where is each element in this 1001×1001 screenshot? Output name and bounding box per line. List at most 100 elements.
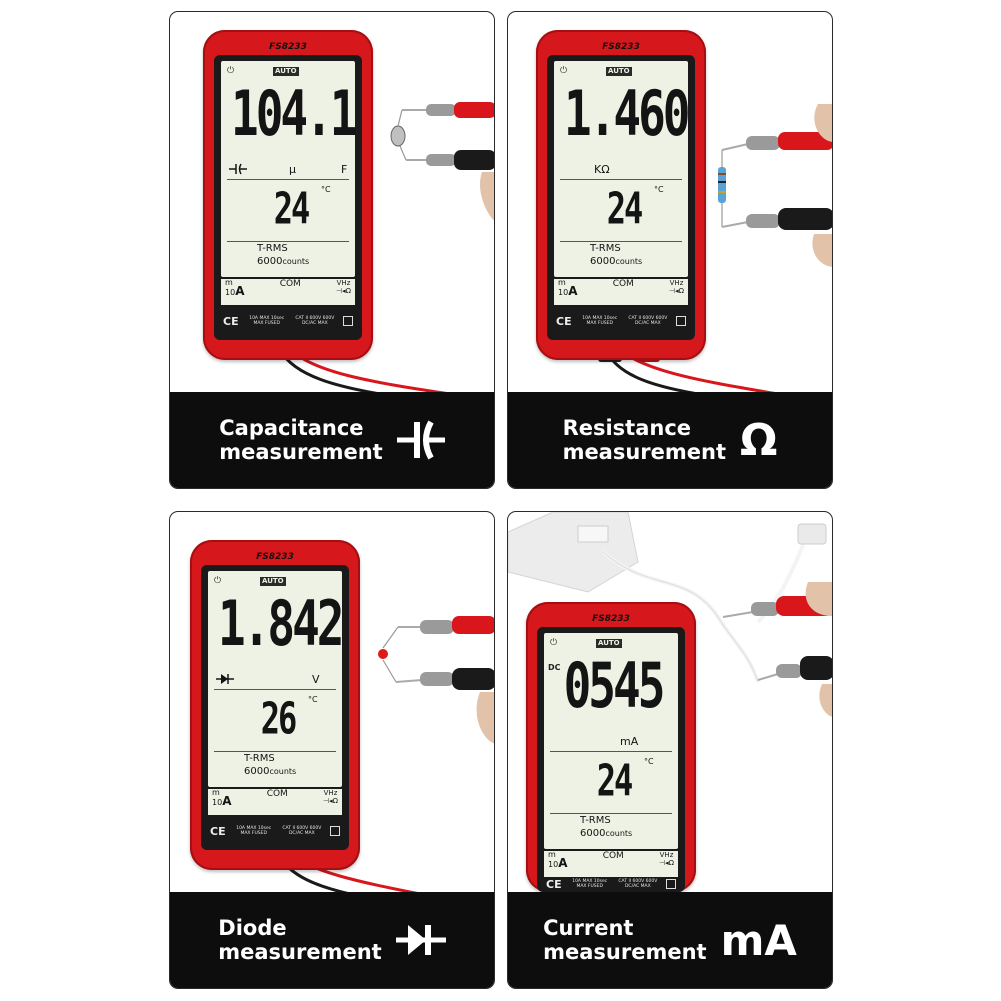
- led-component: [378, 626, 399, 683]
- spec-left: 10A MAX 10sec MAX FUSED: [236, 825, 272, 837]
- caption-bar: Current measurement mA: [508, 892, 832, 988]
- trms-label: T-RMS: [257, 243, 288, 254]
- lcd-screen: ⏻ AUTO 104.1 μ F 24 °C T-RMS 6000counts: [221, 61, 357, 277]
- divider: [550, 751, 672, 752]
- multimeter: FS8233 ⏻ AUTO DC 0545 mA 24 °C T-RMS 600…: [526, 602, 696, 892]
- power-icon: ⏻: [550, 638, 558, 648]
- ohm-icon: Ω: [740, 414, 778, 466]
- temperature-reading: 24: [273, 183, 311, 235]
- lcd-frame: ⏻ AUTO 1.460 KΩ 24 °C T-RMS 6000counts m…: [547, 55, 695, 340]
- auto-badge: AUTO: [596, 639, 622, 648]
- auto-badge: AUTO: [273, 67, 299, 76]
- port-com-label: COM: [602, 851, 624, 861]
- main-reading: 104.1: [231, 77, 357, 150]
- hand: [805, 582, 832, 616]
- diode-icon: [216, 674, 234, 684]
- divider: [214, 751, 336, 752]
- spec-left: 10A MAX 10sec MAX FUSED: [572, 878, 608, 890]
- divider: [560, 179, 682, 180]
- auto-badge: AUTO: [606, 67, 632, 76]
- diode-icon: [395, 925, 446, 955]
- power-icon: ⏻: [214, 576, 222, 586]
- capacitor-component: [390, 109, 407, 161]
- port-v-label: VHz⊣◂Ω: [659, 851, 674, 867]
- power-socket: [508, 512, 639, 593]
- caption-text: Current measurement: [543, 916, 707, 964]
- port-v-label: VHz⊣◂Ω: [669, 279, 684, 295]
- port-v-label: VHz⊣◂Ω: [336, 279, 351, 295]
- current-panel: FS8233 ⏻ AUTO DC 0545 mA 24 °C T-RMS 600…: [507, 511, 833, 989]
- ce-mark: CE: [210, 824, 226, 838]
- counts-label: 6000counts: [590, 256, 643, 267]
- spec-left: 10A MAX 10sec MAX FUSED: [249, 315, 285, 327]
- power-icon: ⏻: [227, 66, 235, 76]
- capacitor-icon: [396, 420, 445, 460]
- model-label: FS8233: [602, 42, 640, 52]
- main-reading: 0545: [563, 649, 666, 722]
- model-label: FS8233: [256, 552, 294, 562]
- spec-row: CE 10A MAX 10sec MAX FUSED CAT II 600V 6…: [221, 307, 355, 335]
- trms-label: T-RMS: [590, 243, 621, 254]
- unit-prefix: μ: [289, 163, 296, 176]
- hand: [814, 104, 832, 142]
- temperature-unit: °C: [644, 757, 654, 766]
- lcd-frame: ⏻ AUTO DC 0545 mA 24 °C T-RMS 6000counts…: [537, 627, 685, 892]
- caption-bar: Resistance measurement Ω: [508, 392, 832, 488]
- milliamp-text-icon: mA: [720, 915, 797, 965]
- black-probe: [757, 656, 832, 681]
- temperature-reading: 24: [606, 183, 644, 235]
- lcd-screen: ⏻ AUTO 1.460 KΩ 24 °C T-RMS 6000counts: [554, 61, 690, 277]
- black-probe: [406, 150, 494, 170]
- spec-right: CAT II 600V 600V DC/AC MAX: [295, 315, 335, 327]
- model-label: FS8233: [592, 614, 630, 624]
- double-insulation-icon: [675, 316, 686, 326]
- divider: [550, 813, 672, 814]
- spec-right: CAT II 600V 600V DC/AC MAX: [628, 315, 668, 327]
- counts-label: 6000counts: [244, 766, 297, 777]
- caption-text: Diode measurement: [218, 916, 382, 964]
- main-reading: 1.842: [218, 587, 344, 660]
- temperature-unit: °C: [308, 695, 318, 704]
- caption-bar: Diode measurement: [170, 892, 494, 988]
- hand: [476, 692, 494, 744]
- hand: [819, 684, 832, 717]
- divider: [214, 689, 336, 690]
- port-v-label: VHz⊣◂Ω: [323, 789, 338, 805]
- divider: [227, 241, 349, 242]
- double-insulation-icon: [329, 826, 340, 836]
- hand: [812, 234, 832, 267]
- counts-label: 6000counts: [580, 828, 633, 839]
- divider: [560, 241, 682, 242]
- multimeter: FS8233 ⏻ AUTO 104.1 μ F 24 °C T-RMS: [203, 30, 373, 360]
- red-probe: [398, 616, 494, 634]
- double-insulation-icon: [342, 316, 353, 326]
- red-probe: [402, 102, 494, 118]
- model-label: FS8233: [269, 42, 307, 52]
- spec-row: CE 10A MAX 10sec MAX FUSED CAT II 600V 6…: [208, 817, 342, 845]
- probe-scene: [268, 616, 494, 894]
- spec-right: CAT II 600V 600V DC/AC MAX: [282, 825, 322, 837]
- spec-left: 10A MAX 10sec MAX FUSED: [582, 315, 618, 327]
- ce-mark: CE: [223, 314, 239, 328]
- unit-label: F: [341, 163, 348, 176]
- unit-label: KΩ: [594, 163, 610, 176]
- main-reading: 1.460: [564, 77, 690, 150]
- power-icon: ⏻: [560, 66, 568, 76]
- dc-indicator: DC: [548, 663, 561, 672]
- black-probe: [721, 208, 832, 230]
- probe-scene: [508, 512, 832, 717]
- multimeter: FS8233 ⏻ AUTO 1.460 KΩ 24 °C T-RMS 6000c…: [536, 30, 706, 360]
- diode-panel: FS8233 ⏻ AUTO 1.842 V 26 °C T-RMS 6000co…: [169, 511, 495, 989]
- capacitance-panel: FS8233 ⏻ AUTO 104.1 μ F 24 °C T-RMS: [169, 11, 495, 489]
- resistor-component: [718, 150, 726, 227]
- lcd-frame: ⏻ AUTO 104.1 μ F 24 °C T-RMS 6000counts: [214, 55, 362, 340]
- port-com-label: COM: [279, 279, 301, 289]
- trms-label: T-RMS: [580, 815, 611, 826]
